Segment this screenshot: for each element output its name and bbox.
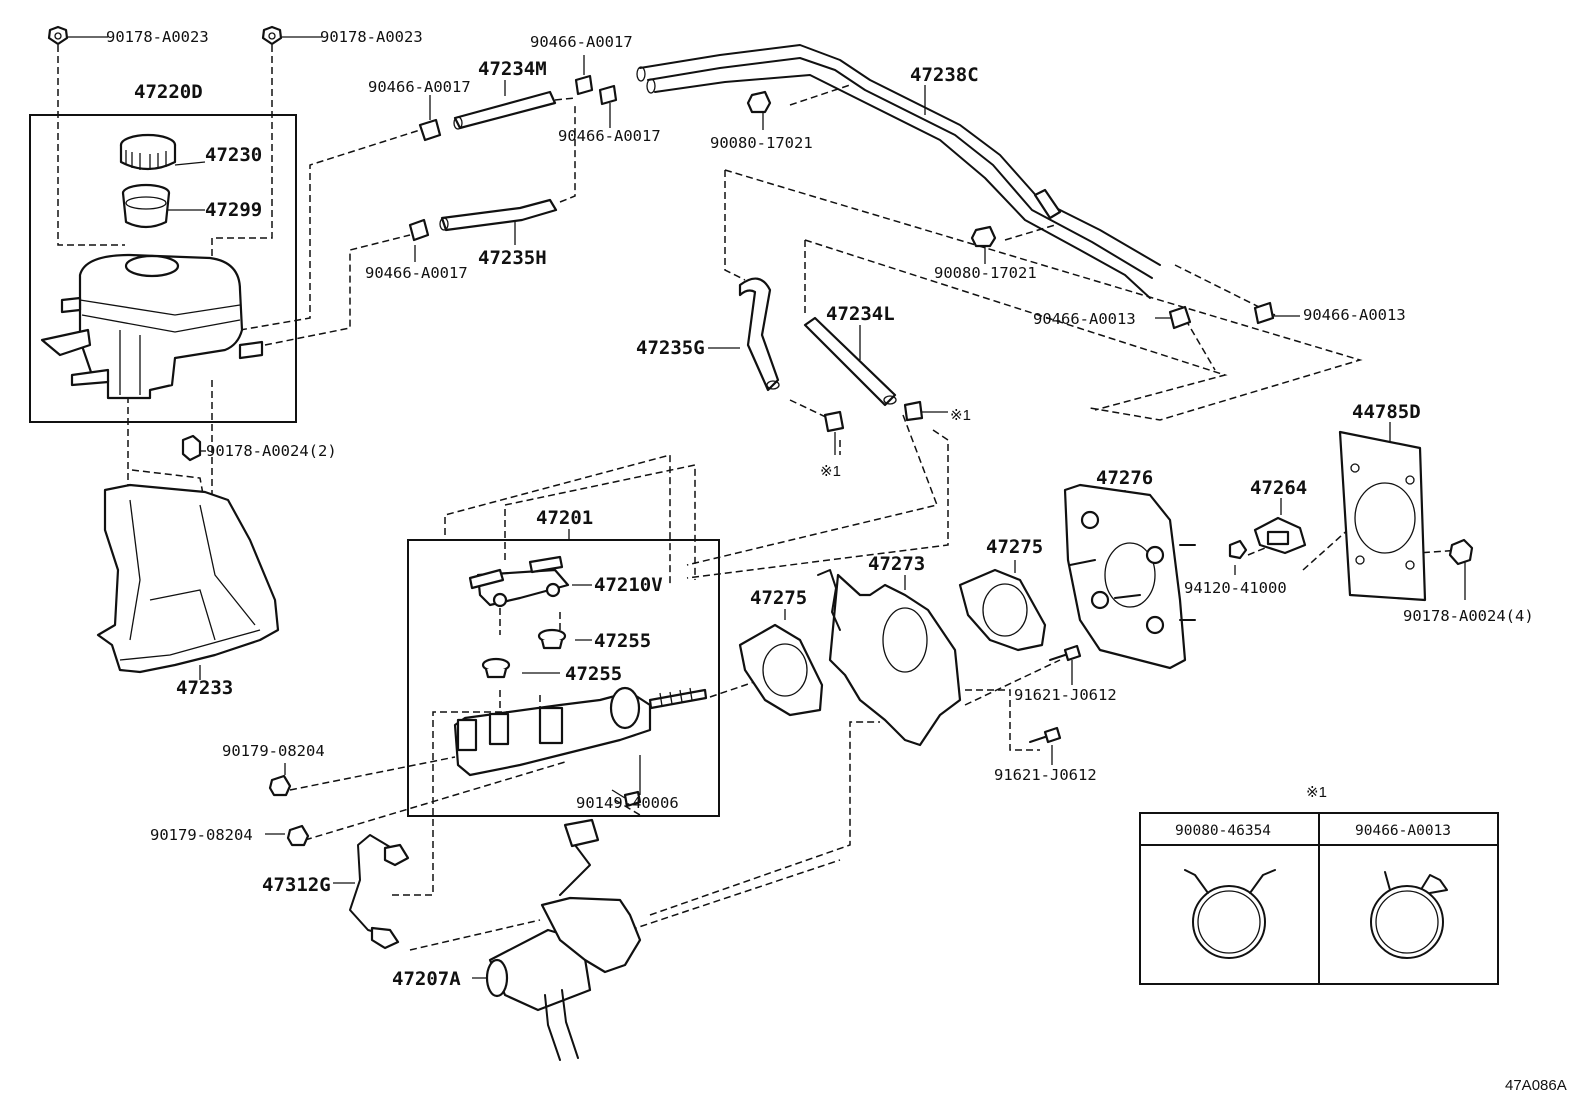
- label-47234l: 47234L: [826, 303, 895, 325]
- bolt-icon-b: [1029, 726, 1062, 744]
- hose-47235g-icon: [738, 277, 780, 392]
- label-90179-08204-a: 90179-08204: [222, 742, 325, 760]
- strainer-icon: [121, 183, 171, 229]
- bracket-47273-icon: [817, 569, 962, 747]
- sensor-harness-icon: [349, 834, 410, 950]
- nut-icon-d: [1228, 539, 1248, 560]
- heat-shield-icon: [96, 483, 280, 674]
- screw-icon-a: [611, 789, 642, 808]
- label-47264: 47264: [1250, 477, 1307, 499]
- label-90466-a0017-l2: 90466-A0017: [365, 264, 468, 282]
- label-94120-41000: 94120-41000: [1184, 579, 1287, 597]
- washer-icon-b: [286, 824, 310, 847]
- label-90466-a0017-l1: 90466-A0017: [368, 78, 471, 96]
- label-91621-j0612-b: 91621-J0612: [994, 766, 1097, 784]
- washer-icon-a: [268, 774, 292, 797]
- nut-icon-b: [261, 25, 283, 46]
- label-47235g: 47235G: [636, 337, 705, 359]
- master-cylinder-assembly-box: [407, 539, 720, 817]
- clip-icon-a: [746, 90, 772, 114]
- ref-mark-2: ※1: [820, 463, 841, 480]
- bolt-icon-a: [1049, 644, 1082, 662]
- figure-code: 47A086A: [1505, 1077, 1567, 1094]
- clamp-icon-a: [418, 118, 442, 142]
- label-47255-b: 47255: [565, 663, 622, 685]
- label-90149-40006: 90149-40006: [576, 794, 679, 812]
- clamp-icon-b: [574, 74, 594, 96]
- hose-47234l-icon: [803, 316, 897, 407]
- solenoid-47207a-icon: [485, 818, 642, 1061]
- label-47207a: 47207A: [392, 968, 461, 990]
- clamp-icon-e: [1168, 305, 1192, 330]
- label-47276: 47276: [1096, 467, 1153, 489]
- label-90080-17021-a: 90080-17021: [710, 134, 813, 152]
- clamp-type-b-icon: [1370, 871, 1448, 959]
- clip-icon-b: [970, 225, 997, 248]
- table-ref-mark: ※1: [1306, 784, 1327, 801]
- gasket-47275-left-icon: [738, 623, 824, 717]
- label-47299: 47299: [205, 199, 262, 221]
- reservoir-assembly-box: [29, 114, 297, 423]
- label-47275-a: 47275: [750, 587, 807, 609]
- ref-mark-1: ※1: [950, 407, 971, 424]
- clamp-type-a-icon: [1184, 869, 1276, 959]
- union-47210v-icon: [468, 555, 570, 608]
- label-91621-j0612-a: 91621-J0612: [1014, 686, 1117, 704]
- leader-lines: [68, 36, 1466, 979]
- label-90178-a0023-b: 90178-A0023: [320, 28, 423, 46]
- label-90466-a0017-top: 90466-A0017: [530, 33, 633, 51]
- label-44785d: 44785D: [1352, 401, 1421, 423]
- hose-47234m-icon: [453, 90, 557, 130]
- clamp-icon-d: [408, 218, 430, 242]
- reservoir-tank-icon: [40, 253, 264, 400]
- clevis-47264-icon: [1253, 516, 1307, 555]
- label-47230: 47230: [205, 144, 262, 166]
- grommet-icon-b: [481, 657, 511, 679]
- label-47312g: 47312G: [262, 874, 331, 896]
- label-47273: 47273: [868, 553, 925, 575]
- nut-icon-e: [1448, 538, 1474, 566]
- label-90179-08204-b: 90179-08204: [150, 826, 253, 844]
- label-47233: 47233: [176, 677, 233, 699]
- clamp-icon-f: [1253, 301, 1275, 325]
- reservoir-cap-icon: [119, 133, 177, 171]
- part-labels: 90178-A0023 90178-A0023 47220D 47230 472…: [106, 28, 1567, 1094]
- label-47235h: 47235H: [478, 247, 547, 269]
- table-header-col-1: 90080-46354: [1175, 823, 1271, 839]
- nut-icon-a: [47, 25, 69, 46]
- tube-47238c-icon: [636, 44, 1161, 299]
- label-47220d: 47220D: [134, 81, 203, 103]
- clamp-reference-table: [1139, 812, 1499, 985]
- label-90178-a0024-2: 90178-A0024(2): [206, 442, 337, 460]
- label-90466-a0017-r: 90466-A0017: [558, 127, 661, 145]
- label-47275-b: 47275: [986, 536, 1043, 558]
- clamp-icon-h: [903, 400, 924, 422]
- label-47234m: 47234M: [478, 58, 547, 80]
- gasket-44785d-icon: [1338, 430, 1427, 602]
- clamp-icon-c: [598, 84, 618, 106]
- label-90080-17021-b: 90080-17021: [934, 264, 1037, 282]
- label-47210v: 47210V: [594, 574, 663, 596]
- table-header-col-2: 90466-A0013: [1355, 823, 1451, 839]
- nut-icon-c: [181, 434, 202, 462]
- label-47201: 47201: [536, 507, 593, 529]
- gasket-47275-right-icon: [958, 568, 1047, 652]
- master-cylinder-body-icon: [453, 686, 708, 777]
- grommet-icon-a: [537, 628, 567, 650]
- hose-47235h-icon: [439, 198, 558, 232]
- label-47238c: 47238C: [910, 64, 979, 86]
- clamp-icon-g: [823, 410, 845, 433]
- label-47255-a: 47255: [594, 630, 651, 652]
- label-90178-a0024-4: 90178-A0024(4): [1403, 607, 1534, 625]
- label-90178-a0023-a: 90178-A0023: [106, 28, 209, 46]
- label-90466-a0013-a: 90466-A0013: [1033, 310, 1136, 328]
- label-90466-a0013-b: 90466-A0013: [1303, 306, 1406, 324]
- plate-47276-icon: [1063, 483, 1196, 670]
